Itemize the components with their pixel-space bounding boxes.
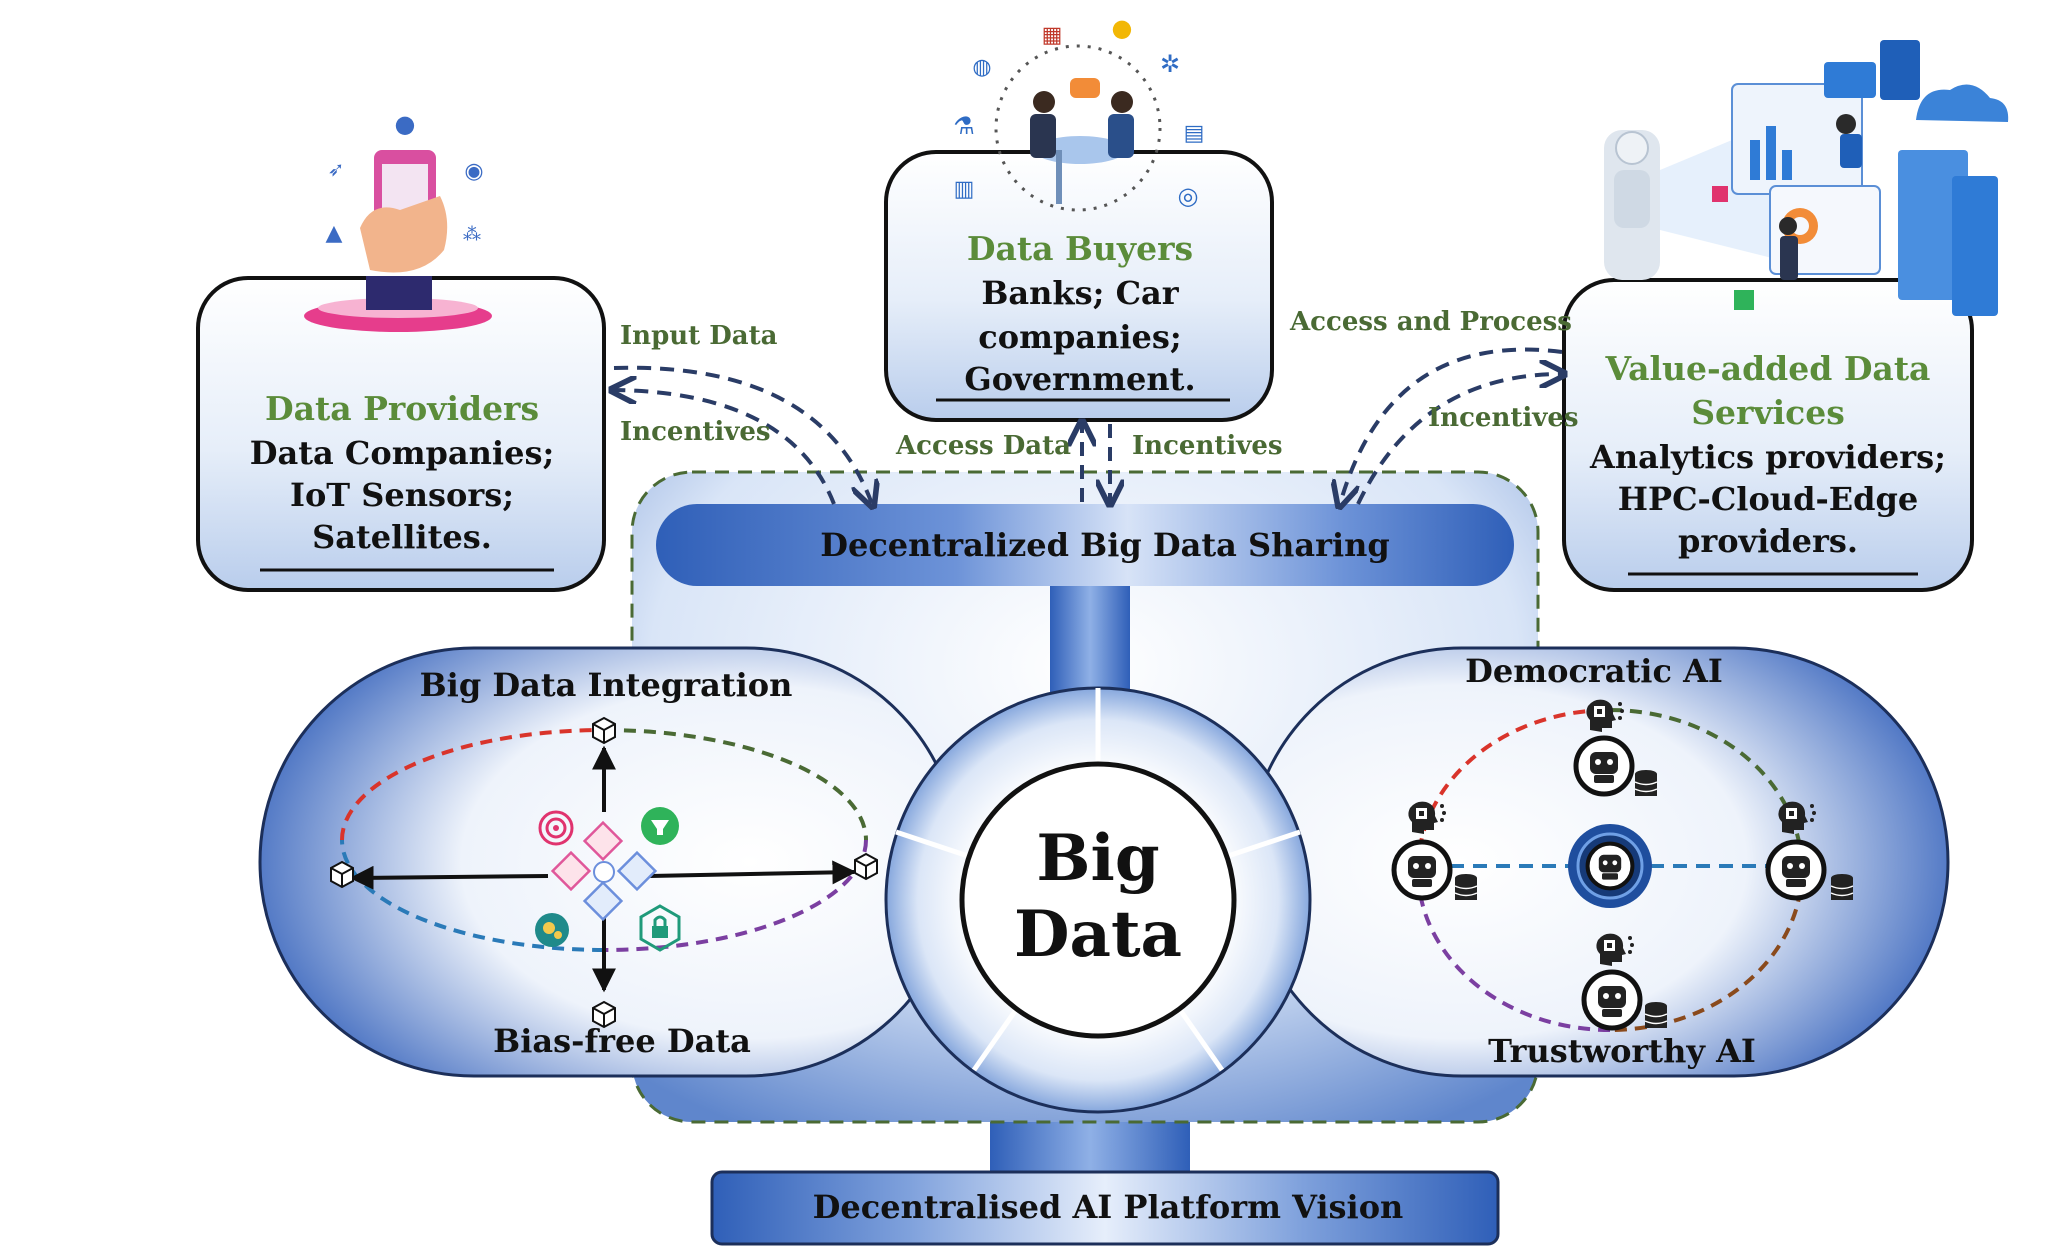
apple-icon: ● (395, 110, 416, 138)
cube-icon (592, 1001, 616, 1028)
database-icon (1454, 873, 1478, 901)
cube-icon (592, 717, 616, 744)
center-label-line1: Big (1036, 821, 1159, 896)
sharing-bar-label: Decentralized Big Data Sharing (820, 526, 1390, 564)
globe-icon: ◍ (972, 55, 991, 80)
gears-icon (535, 913, 569, 947)
buyers-box: Data Buyers Banks; Car companies; Govern… (884, 150, 1274, 422)
gears-icon: ✲ (1160, 50, 1180, 78)
robot-icon (1576, 738, 1632, 794)
platform-bar: Decentralised AI Platform Vision (710, 1170, 1500, 1246)
document-icon: ▤ (1184, 121, 1205, 146)
quadrant-green (603, 728, 868, 841)
integration-title: Big Data Integration (420, 666, 793, 704)
services-line: providers. (1678, 522, 1858, 560)
cube-icon (854, 853, 878, 880)
buyers-title: Data Buyers (967, 229, 1193, 268)
services-line: HPC-Cloud-Edge (1618, 480, 1918, 518)
services-title: Value-added Data (1605, 349, 1931, 388)
android-icon: ▲ (326, 221, 343, 246)
flow-arrows (613, 347, 1563, 505)
sharing-bar: Decentralized Big Data Sharing (656, 504, 1514, 586)
ai-panel: Democratic AI Trustworthy AI (1246, 646, 1950, 1078)
providers-line: IoT Sensors; (290, 476, 514, 514)
arrow-incentives-right (1356, 374, 1562, 505)
services-title: Services (1691, 393, 1845, 432)
buyers-line: Banks; Car (981, 274, 1179, 312)
ai-title: Democratic AI (1465, 652, 1723, 690)
arrow-incentives-left (614, 390, 836, 505)
database-icon (1634, 769, 1658, 797)
calendar-icon: ▦ (1042, 23, 1063, 48)
center-label-line2: Data (1014, 897, 1182, 972)
business-meeting-icon: ▦ ● ◍ ✲ ⚗ ▤ ▥ ◎ (953, 14, 1205, 212)
quadrant-red (340, 728, 605, 841)
robot-icon (1584, 972, 1640, 1028)
database-icon (1644, 1001, 1668, 1029)
label-incentives-mid: Incentives (1132, 431, 1283, 461)
analytics-cloud-illustration (1604, 40, 2009, 316)
robot-icon (1768, 842, 1824, 898)
label-input-data: Input Data (620, 321, 778, 351)
big-data-ring: Big Data (884, 686, 1312, 1114)
arrow-input-data (613, 365, 872, 504)
arrow-labels: Input Data Incentives Access Data Incent… (620, 307, 1579, 461)
cube-icon (330, 861, 354, 888)
axis-left (349, 865, 549, 890)
providers-line: Data Companies; (250, 434, 555, 472)
quadrant-red (1416, 708, 1611, 871)
providers-title: Data Providers (265, 389, 539, 428)
quadrant-brown (1609, 869, 1804, 1032)
quadrant-blue (340, 839, 605, 952)
buyers-line: companies; (978, 318, 1181, 356)
arrow-access-process (1340, 347, 1563, 504)
label-incentives-right: Incentives (1428, 403, 1579, 433)
label-access-data: Access Data (895, 431, 1071, 461)
label-incentives-left: Incentives (620, 417, 771, 447)
network-cluster-icon (550, 820, 658, 922)
central-ai-hub-icon (1568, 824, 1652, 908)
chat-funnel-icon (641, 807, 679, 845)
bar-chart-icon: ▥ (954, 177, 975, 202)
label-access-process: Access and Process (1289, 307, 1572, 337)
integration-bottom-label: Bias-free Data (493, 1022, 751, 1060)
microscope-icon: ⚗ (953, 112, 975, 140)
swift-icon: ➶ (328, 157, 345, 181)
buyers-line: Government. (964, 360, 1195, 398)
lock-network-icon (639, 904, 681, 952)
services-box: Value-added Data Services Analytics prov… (1562, 278, 1974, 592)
quadrant-purple (1416, 869, 1611, 1032)
quadrant-green (1609, 708, 1804, 871)
smartphone-hand-icon: ● ➶ ◉ ▲ ⁂ (304, 110, 492, 332)
providers-box: Data Providers Data Companies; IoT Senso… (196, 276, 606, 592)
database-icon (1830, 873, 1854, 901)
platform-bar-label: Decentralised AI Platform Vision (813, 1188, 1404, 1226)
providers-line: Satellites. (312, 518, 492, 556)
lightbulb-icon: ● (1112, 14, 1133, 42)
services-line: Analytics providers; (1589, 438, 1946, 476)
integration-panel: Big Data Integration Bias-free Data (258, 646, 962, 1078)
chrome-icon: ◉ (464, 159, 483, 184)
robot-icon (1394, 842, 1450, 898)
target-icon (538, 810, 574, 846)
ai-bottom-label: Trustworthy AI (1488, 1032, 1756, 1070)
axis-right (649, 860, 857, 885)
target-icon: ◎ (1178, 182, 1199, 210)
blackberry-icon: ⁂ (463, 224, 481, 245)
